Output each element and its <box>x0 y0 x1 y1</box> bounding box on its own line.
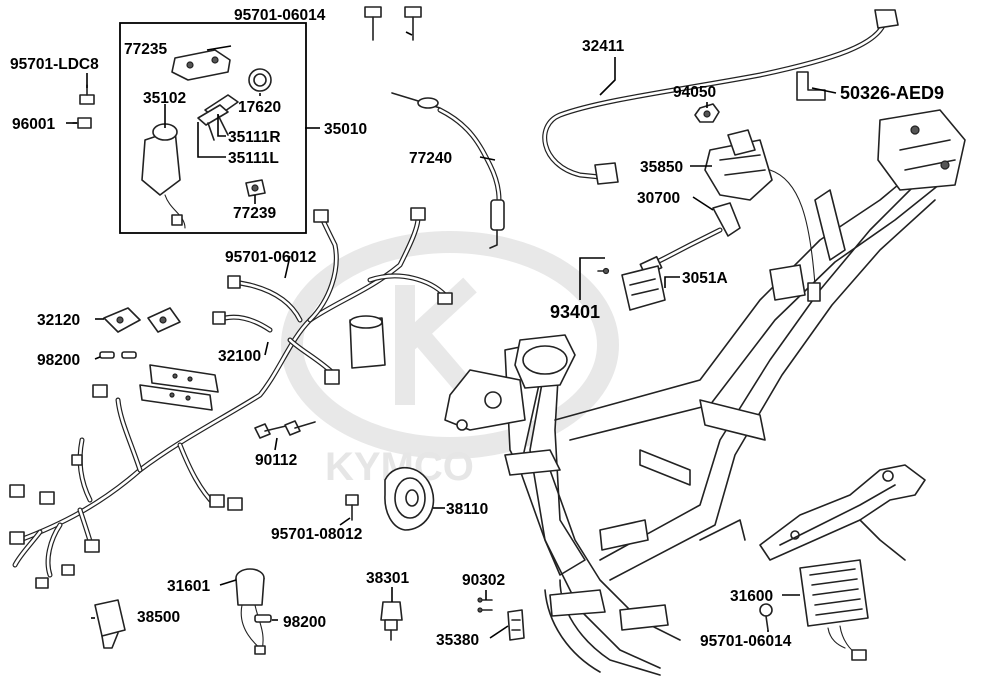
label-35850: 35850 <box>640 159 683 176</box>
label-94050: 94050 <box>673 84 716 101</box>
part-labels: 95701-06014 77235 95701-LDC8 96001 35102… <box>10 7 944 650</box>
label-98200-top: 98200 <box>37 352 80 369</box>
label-30700: 30700 <box>637 190 680 207</box>
bolts-95701-06014-top <box>364 6 422 41</box>
label-95701-06012: 95701-06012 <box>225 249 316 266</box>
label-3051A: 3051A <box>682 270 728 287</box>
label-95701-08012: 95701-08012 <box>271 526 362 543</box>
label-32100: 32100 <box>218 348 261 365</box>
main-harness-32100 <box>9 207 453 589</box>
label-96001: 96001 <box>12 116 55 133</box>
label-77240: 77240 <box>409 150 452 167</box>
part-32120-shape <box>103 307 181 333</box>
part-35102-shape <box>141 123 186 229</box>
part-98200-bottom-shape <box>254 614 272 623</box>
leader-lines <box>66 31 837 639</box>
part-50326-AED9-shape <box>796 71 826 101</box>
label-98200-bottom: 98200 <box>283 614 326 631</box>
part-93401-shape <box>579 257 610 300</box>
part-90112-shape <box>254 420 316 439</box>
rear-bracket <box>759 464 926 561</box>
part-31601-shape <box>235 568 266 655</box>
part-30700-shape <box>639 202 741 277</box>
part-95701-08012-shape <box>345 494 359 521</box>
part-77239-shape <box>245 179 266 197</box>
label-17620: 17620 <box>238 99 281 116</box>
label-38301: 38301 <box>366 570 409 587</box>
steering-stem <box>444 334 576 476</box>
label-90302: 90302 <box>462 572 505 589</box>
part-90302-shape <box>477 597 493 613</box>
fuse-box-covers <box>139 364 219 411</box>
label-35010: 35010 <box>324 121 367 138</box>
part-35380-shape <box>507 609 525 641</box>
label-95701-LDC8: 95701-LDC8 <box>10 56 99 73</box>
label-50326-AED9: 50326-AED9 <box>840 83 944 103</box>
part-38500-shape <box>94 599 126 649</box>
part-38110-shape <box>384 466 435 531</box>
label-77235: 77235 <box>124 41 167 58</box>
label-35102: 35102 <box>143 90 186 107</box>
part-35850-shape <box>704 129 821 302</box>
part-94050-shape <box>694 103 720 123</box>
label-95701-06014-top: 95701-06014 <box>234 7 326 24</box>
label-38110: 38110 <box>446 501 488 518</box>
part-keys-shape <box>197 94 239 141</box>
part-77235-shape <box>171 49 231 81</box>
part-38301-shape <box>380 601 403 641</box>
part-98200-top-shape <box>99 351 137 359</box>
label-35111R: 35111R <box>228 129 281 146</box>
label-93401: 93401 <box>550 302 600 322</box>
cable-32411 <box>542 9 899 185</box>
part-3051A-shape <box>621 265 666 311</box>
label-77239: 77239 <box>233 205 276 222</box>
part-95701-06014-bottom-shape <box>759 603 773 631</box>
label-31600: 31600 <box>730 588 773 605</box>
label-38500: 38500 <box>137 609 180 626</box>
part-31600-shape <box>799 559 869 661</box>
cable-77240 <box>391 92 505 249</box>
label-35380: 35380 <box>436 632 479 649</box>
label-95701-06014-bottom: 95701-06014 <box>700 633 792 650</box>
label-32120: 32120 <box>37 312 80 329</box>
label-35111L: 35111L <box>228 150 279 167</box>
label-31601: 31601 <box>167 578 210 595</box>
part-17620-shape <box>248 68 272 92</box>
label-32411: 32411 <box>582 38 625 55</box>
label-90112: 90112 <box>255 452 297 469</box>
frame-body <box>504 109 966 676</box>
